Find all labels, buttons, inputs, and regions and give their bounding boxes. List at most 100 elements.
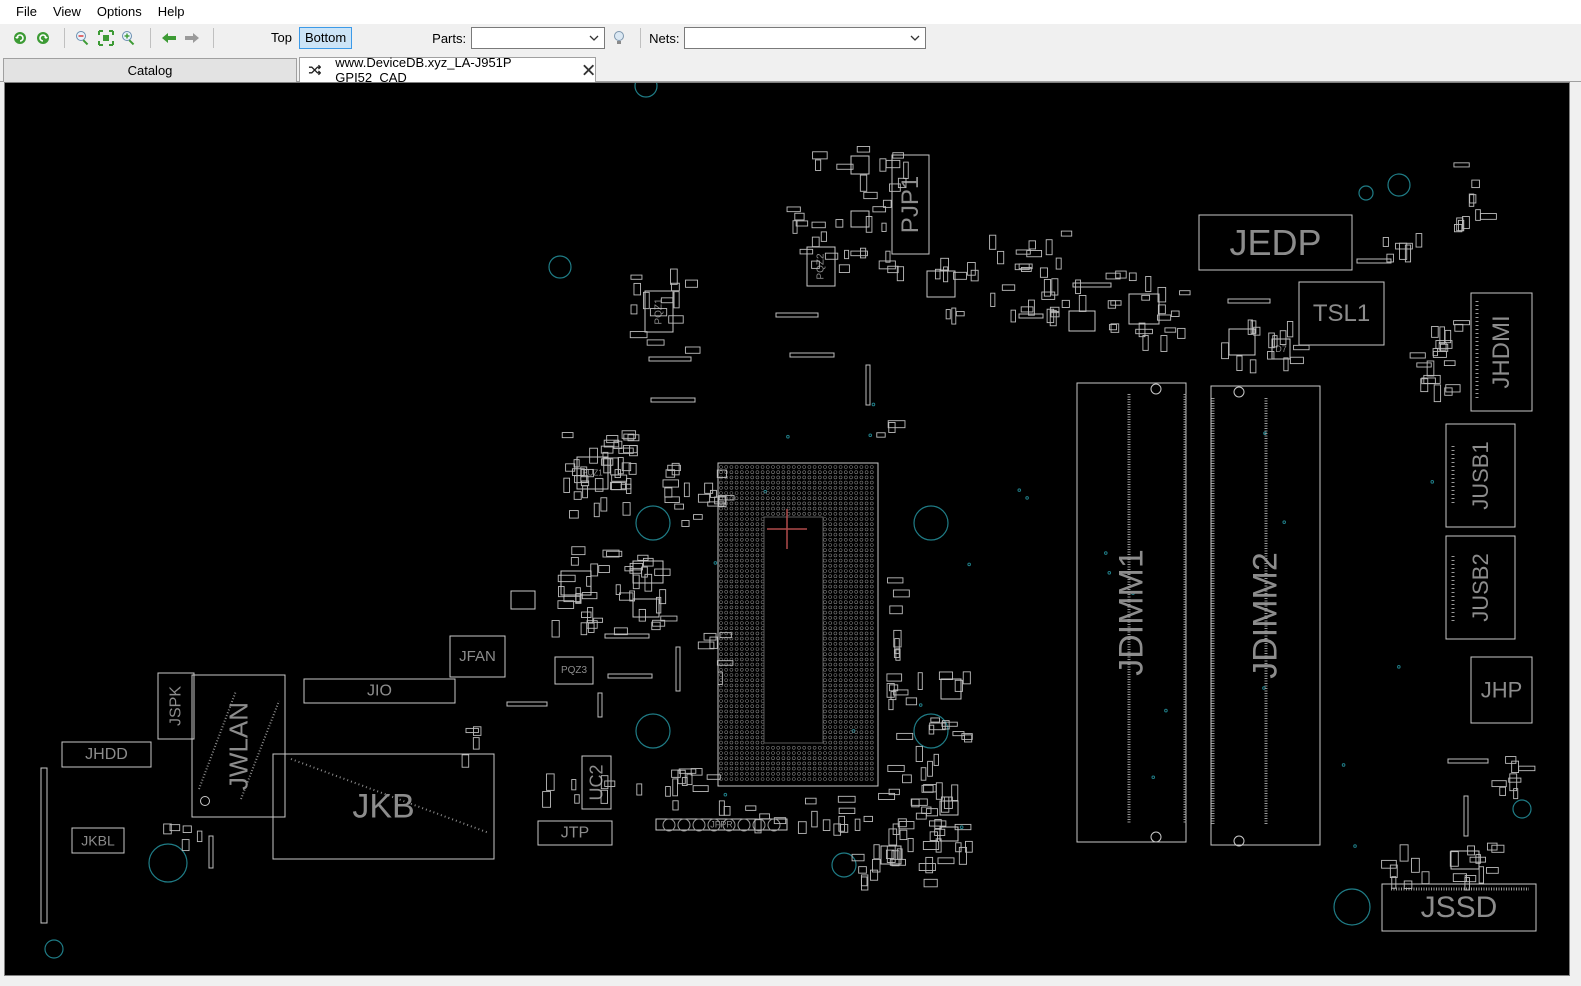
smd-component bbox=[899, 829, 908, 841]
bga-pad bbox=[828, 491, 833, 495]
bga-pad bbox=[786, 766, 791, 771]
bga-pad bbox=[719, 714, 723, 719]
component-outline bbox=[1470, 292, 1533, 412]
bga-pad bbox=[745, 766, 749, 771]
smd-component bbox=[1445, 384, 1461, 393]
bga-pad bbox=[828, 683, 833, 688]
smd-component bbox=[600, 497, 608, 512]
bga-pad bbox=[859, 631, 864, 636]
bga-pad bbox=[734, 527, 739, 532]
component-jssd[interactable]: JSSD bbox=[1381, 883, 1537, 932]
back-arrow-icon[interactable] bbox=[159, 28, 179, 48]
component-jwlan[interactable]: JWLAN bbox=[191, 674, 286, 818]
rotate-left-icon[interactable] bbox=[10, 28, 30, 48]
component-jedp[interactable]: JEDP bbox=[1198, 214, 1353, 271]
bga-pad bbox=[833, 678, 838, 683]
component-jio[interactable]: JIO bbox=[303, 678, 456, 704]
bga-pad bbox=[828, 532, 833, 537]
component-uc2[interactable]: UC2 bbox=[581, 755, 612, 810]
tab-catalog[interactable]: Catalog bbox=[3, 58, 297, 82]
component-jdimm1[interactable]: JDIMM1 bbox=[1076, 382, 1187, 843]
bga-pad bbox=[849, 615, 853, 620]
bga-pad bbox=[745, 610, 749, 615]
menu-options[interactable]: Options bbox=[96, 4, 142, 19]
component-jfpr[interactable]: JFPR bbox=[655, 818, 788, 831]
bga-pad bbox=[745, 548, 749, 553]
parts-combo[interactable] bbox=[471, 27, 606, 49]
rotate-right-icon[interactable] bbox=[33, 28, 53, 48]
bga-pad bbox=[745, 537, 749, 542]
bga-pad bbox=[745, 673, 749, 677]
layer-bottom-button[interactable]: Bottom bbox=[298, 27, 353, 49]
bga-pad bbox=[854, 751, 859, 755]
bga-pad bbox=[843, 532, 848, 537]
tab-board[interactable]: www.DeviceDB.xyz_LA-J951P GPI52_CAD bbox=[299, 55, 596, 85]
component-jhdd[interactable]: JHDD bbox=[61, 741, 152, 768]
bga-pad bbox=[864, 527, 869, 532]
bga-pad bbox=[750, 470, 755, 475]
zoom-in-icon[interactable] bbox=[119, 28, 139, 48]
bga-pad bbox=[755, 662, 760, 667]
component-jusb2[interactable]: JUSB2 bbox=[1445, 535, 1516, 640]
lightbulb-icon[interactable] bbox=[609, 28, 629, 48]
bga-pad bbox=[734, 491, 739, 495]
component-jtp[interactable]: JTP bbox=[537, 820, 613, 846]
component-jspk[interactable]: JSPK bbox=[157, 672, 195, 740]
smd-component bbox=[923, 878, 938, 888]
zoom-out-icon[interactable] bbox=[73, 28, 93, 48]
bga-pad bbox=[859, 553, 864, 558]
component-jhp[interactable]: JHP bbox=[1470, 656, 1533, 724]
component-pqz1[interactable]: PQZ1 bbox=[644, 290, 674, 333]
bga-pad bbox=[849, 631, 853, 636]
bga-pad bbox=[869, 626, 874, 631]
component-jhdmi[interactable]: JHDMI bbox=[1470, 292, 1533, 412]
bga-pad bbox=[854, 537, 859, 542]
bga-pad bbox=[739, 605, 744, 610]
bga-pad bbox=[719, 605, 723, 610]
bga-pad bbox=[791, 465, 796, 469]
bga-pad bbox=[729, 678, 734, 683]
bga-pad bbox=[750, 657, 755, 662]
bga-pad bbox=[828, 730, 833, 735]
bga-pad bbox=[719, 563, 723, 568]
menu-file[interactable]: File bbox=[16, 4, 37, 19]
bga-pad bbox=[719, 745, 723, 750]
component-jkbl[interactable]: JKBL bbox=[71, 827, 125, 854]
menu-view[interactable]: View bbox=[52, 4, 81, 19]
bga-pad bbox=[823, 725, 827, 729]
bga-pad bbox=[745, 475, 749, 480]
menu-help[interactable]: Help bbox=[157, 4, 185, 19]
forward-arrow-icon[interactable] bbox=[182, 28, 202, 48]
component-jfan[interactable]: JFAN bbox=[449, 635, 506, 678]
smd-component bbox=[892, 589, 910, 598]
bga-pad bbox=[833, 730, 838, 735]
smd-component bbox=[563, 477, 570, 493]
layer-top-button[interactable]: Top bbox=[271, 30, 292, 45]
zoom-fit-icon[interactable] bbox=[96, 28, 116, 48]
bga-pad bbox=[755, 673, 760, 677]
nets-combo[interactable] bbox=[684, 27, 927, 49]
component-d7[interactable]: D7 bbox=[1271, 338, 1291, 360]
component-pqz2[interactable]: PQZ2 bbox=[806, 246, 836, 287]
bga-pad bbox=[734, 730, 739, 735]
bga-pad bbox=[854, 657, 859, 662]
component-jusb1[interactable]: JUSB1 bbox=[1445, 423, 1516, 528]
component-pqz3[interactable]: PQZ3 bbox=[554, 656, 594, 685]
bga-pad bbox=[828, 777, 833, 781]
bga-pad bbox=[864, 485, 869, 490]
bga-pad bbox=[729, 709, 734, 714]
bga-pad bbox=[734, 465, 739, 469]
ic-package bbox=[632, 560, 664, 584]
bga-pad bbox=[849, 558, 853, 563]
component-tsl1[interactable]: TSL1 bbox=[1298, 281, 1385, 346]
component-jkb[interactable]: JKB bbox=[272, 753, 495, 860]
bga-pad bbox=[864, 501, 869, 506]
bga-pad bbox=[724, 543, 729, 547]
bga-pad bbox=[739, 761, 744, 766]
close-icon[interactable] bbox=[582, 63, 595, 77]
smd-component bbox=[1283, 357, 1289, 372]
component-pjp1[interactable]: PJP1 bbox=[891, 154, 930, 255]
bga-pad bbox=[745, 600, 749, 605]
